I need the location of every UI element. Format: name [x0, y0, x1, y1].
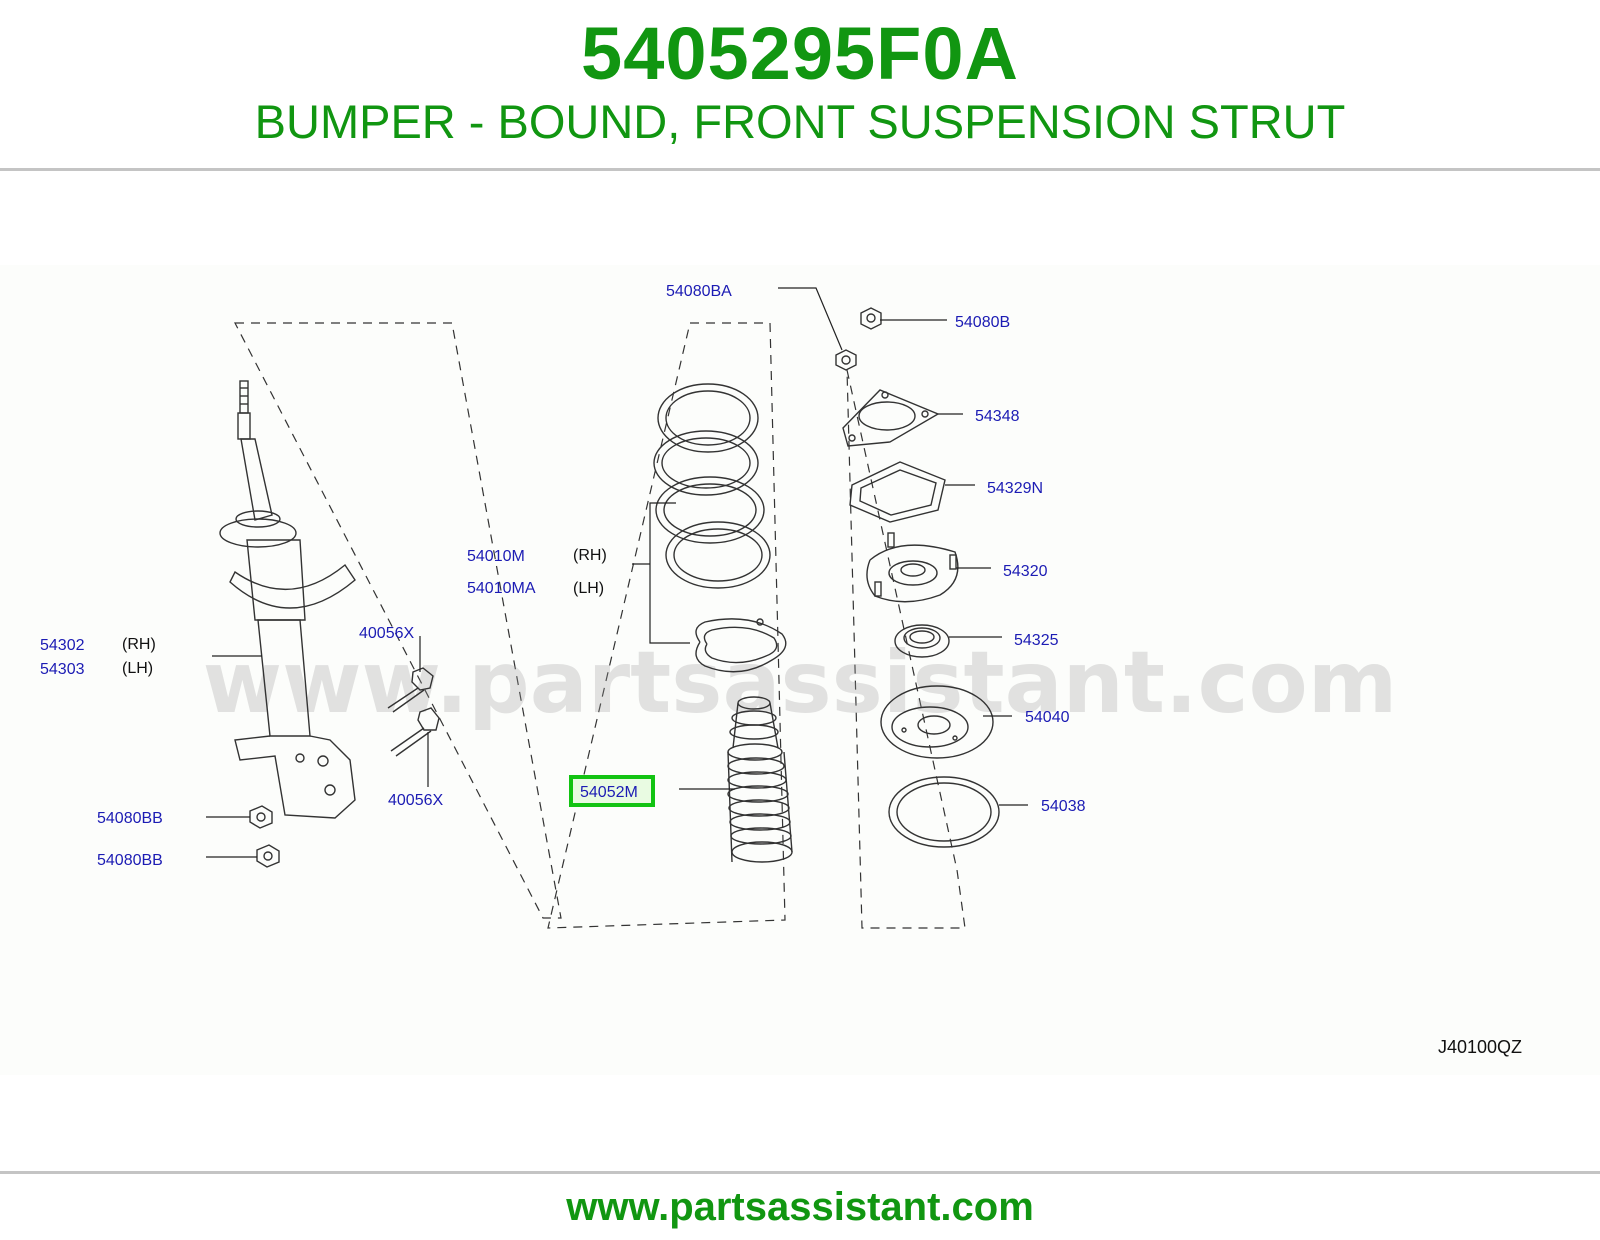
- watermark-text: www.partsassistant.com: [203, 633, 1398, 733]
- nut-54080B-drawing: [860, 307, 882, 330]
- callout-54052M[interactable]: 54052M: [580, 784, 638, 801]
- callout-54325[interactable]: 54325: [1014, 632, 1059, 649]
- callout-54302-side: (RH): [122, 636, 156, 653]
- header-divider: [0, 168, 1600, 171]
- callout-54303-side: (LH): [122, 660, 153, 677]
- coil-spring-drawing: [653, 383, 787, 673]
- footer-website-link[interactable]: www.partsassistant.com: [566, 1185, 1034, 1229]
- callout-54329N[interactable]: 54329N: [987, 480, 1043, 497]
- callout-54303[interactable]: 54303: [40, 661, 85, 678]
- part-description: BUMPER - BOUND, FRONT SUSPENSION STRUT: [254, 95, 1346, 148]
- bolt-40056X-upper-drawing: [387, 667, 434, 713]
- callout-54010M[interactable]: 54010M: [467, 548, 525, 565]
- rubber-seat-54038-drawing: [888, 776, 1000, 848]
- nut-54080BA-drawing: [835, 349, 857, 371]
- group-outline-strut: [234, 322, 562, 919]
- callout-40056X-lower[interactable]: 40056X: [388, 792, 443, 809]
- diagram-reference-code: J40100QZ: [1438, 1037, 1522, 1057]
- callout-54320[interactable]: 54320: [1003, 563, 1048, 580]
- bound-bumper-54052M-drawing: [727, 696, 793, 863]
- callout-54080B[interactable]: 54080B: [955, 314, 1010, 331]
- group-outline-spring: [547, 322, 786, 929]
- diagram-panel: [0, 265, 1600, 1075]
- plate-54348-drawing: [842, 389, 940, 447]
- callout-54010MA[interactable]: 54010MA: [467, 580, 536, 597]
- part-number-title: 5405295F0A: [581, 12, 1019, 95]
- callout-54348[interactable]: 54348: [975, 408, 1020, 425]
- callout-54038[interactable]: 54038: [1041, 798, 1086, 815]
- callout-54080BA[interactable]: 54080BA: [666, 283, 732, 300]
- strut-mount-54320-drawing: [866, 532, 959, 603]
- callout-54040[interactable]: 54040: [1025, 709, 1070, 726]
- strut-assembly-drawing: [219, 380, 356, 819]
- callout-40056X-upper[interactable]: 40056X: [359, 625, 414, 642]
- leader-lines: [206, 287, 1028, 858]
- callout-54010M-side: (RH): [573, 547, 607, 564]
- insulator-54329N-drawing: [849, 461, 946, 523]
- callout-54080BB-lower[interactable]: 54080BB: [97, 852, 163, 869]
- callout-54010MA-side: (LH): [573, 580, 604, 597]
- nut-54080BB-lower-drawing: [256, 844, 280, 868]
- bearing-54325-drawing: [894, 624, 950, 658]
- nut-54080BB-upper-drawing: [249, 805, 273, 829]
- footer-divider: [0, 1171, 1600, 1174]
- group-outline-mount: [846, 369, 966, 929]
- bolt-40056X-lower-drawing: [390, 707, 440, 757]
- callout-54302[interactable]: 54302: [40, 637, 85, 654]
- callout-54080BB-upper[interactable]: 54080BB: [97, 810, 163, 827]
- page-header: 5405295F0A BUMPER - BOUND, FRONT SUSPENS…: [0, 0, 1600, 168]
- spring-seat-54040-drawing: [880, 685, 994, 759]
- highlighted-part-box[interactable]: [569, 775, 655, 807]
